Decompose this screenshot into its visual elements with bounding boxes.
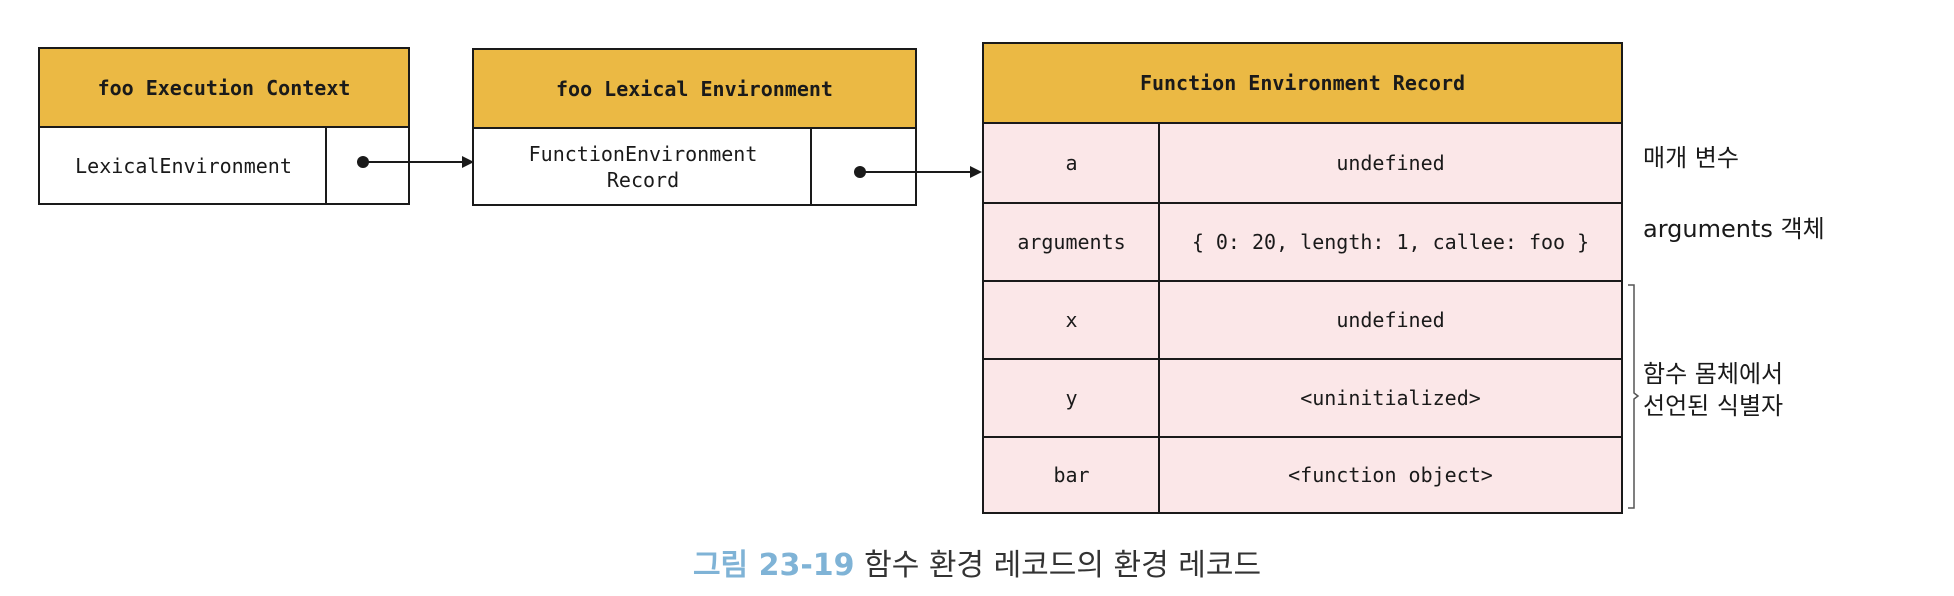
record-body — [984, 124, 1621, 512]
lexical-environment-divider — [810, 129, 812, 204]
function-environment-record-field: FunctionEnvironment Record — [474, 129, 812, 204]
figure-caption-text: 함수 환경 레코드의 환경 레코드 — [864, 548, 1262, 583]
body-identifiers-annotation: 함수 몸체에서 선언된 식별자 — [1643, 358, 1783, 422]
arguments-object-annotation: arguments 객체 — [1643, 215, 1825, 243]
record-row-name: y — [1065, 386, 1078, 410]
figure-number: 그림 23-19 — [692, 548, 855, 583]
lexical-environment-title: foo Lexical Environment — [474, 50, 915, 129]
record-row-value: <function object> — [1288, 463, 1493, 487]
execution-context-box: foo Execution Context LexicalEnvironment — [38, 47, 410, 205]
body-identifiers-annotation-line2: 선언된 식별자 — [1643, 392, 1784, 420]
row-divider — [984, 202, 1621, 204]
row-divider — [984, 358, 1621, 360]
execution-context-title: foo Execution Context — [40, 49, 408, 128]
record-row-value: undefined — [1336, 151, 1445, 175]
figure-caption: 그림 23-19 함수 환경 레코드의 환경 레코드 — [0, 540, 1954, 584]
record-row-name: arguments — [1017, 230, 1126, 254]
function-environment-record-box: Function Environment Record a undefined … — [982, 42, 1623, 514]
function-environment-record-title: Function Environment Record — [984, 44, 1621, 124]
function-environment-record-field-line2: Record — [606, 167, 680, 192]
lexical-environment-box: foo Lexical Environment FunctionEnvironm… — [472, 48, 917, 206]
record-row-value: undefined — [1336, 308, 1445, 332]
record-row-name: a — [1065, 151, 1078, 175]
record-row-value: { 0: 20, length: 1, callee: foo } — [1191, 230, 1590, 254]
arrow-to-function-environment-record — [854, 166, 982, 178]
parameter-annotation: 매개 변수 — [1643, 144, 1739, 172]
column-divider — [1158, 124, 1160, 512]
record-row-name: x — [1065, 308, 1078, 332]
row-divider — [984, 436, 1621, 438]
body-identifiers-annotation-line1: 함수 몸체에서 — [1643, 360, 1784, 388]
row-divider — [984, 280, 1621, 282]
record-row-name: bar — [1053, 463, 1090, 487]
arrow-to-lexical-environment — [357, 156, 474, 168]
lexical-environment-field: LexicalEnvironment — [75, 153, 292, 178]
record-row-value: <uninitialized> — [1300, 386, 1481, 410]
body-identifiers-bracket — [1628, 284, 1640, 509]
execution-context-divider — [325, 128, 327, 203]
function-environment-record-field-line1: FunctionEnvironment — [528, 141, 758, 166]
